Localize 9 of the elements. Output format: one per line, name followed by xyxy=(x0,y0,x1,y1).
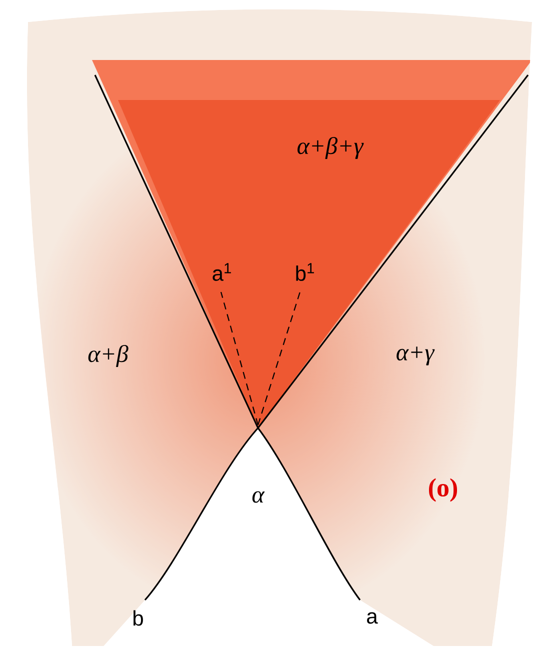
point-label: a xyxy=(367,612,378,624)
point-label: b$^{1}$ xyxy=(296,263,314,281)
point-label: a$^{1}$ xyxy=(212,263,231,281)
phase-label: α+β xyxy=(88,345,128,367)
phase-label: α xyxy=(252,491,265,503)
phase-label: α+γ xyxy=(396,346,435,366)
panel-label: (o) xyxy=(429,478,458,502)
phase-label: α+β+γ xyxy=(298,137,364,159)
point-label: b xyxy=(134,610,143,626)
